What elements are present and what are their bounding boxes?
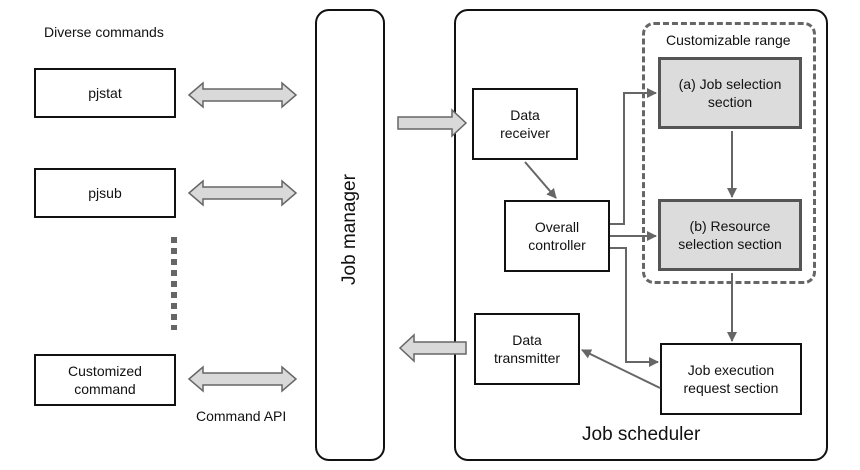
job-selection-box: (a) Job selection section — [658, 57, 802, 129]
job-selection-label: (a) Job selection section — [678, 76, 782, 110]
data-receiver-label: Data receiver — [500, 107, 550, 141]
command-pjstat: pjstat — [34, 68, 176, 118]
command-customized: Customized command — [34, 354, 176, 406]
resource-selection-box: (b) Resource selection section — [658, 199, 802, 271]
connector-controller-job-selection — [610, 88, 657, 225]
diverse-commands-title: Diverse commands — [44, 24, 164, 40]
job-manager-panel — [315, 9, 385, 461]
command-pjsub-label: pjsub — [88, 185, 122, 201]
double-arrow-custom — [187, 365, 298, 393]
connector-execution-to-transmitter — [581, 349, 661, 389]
overall-controller-box: Overall controller — [504, 200, 610, 272]
overall-controller-label: Overall controller — [528, 219, 586, 253]
command-pjsub: pjsub — [34, 168, 176, 218]
command-pjstat-label: pjstat — [88, 85, 122, 101]
command-customized-label: Customized command — [68, 363, 142, 397]
data-transmitter-box: Data transmitter — [474, 313, 580, 385]
data-transmitter-label: Data transmitter — [493, 332, 561, 366]
connector-controller-job-execution — [610, 247, 659, 367]
job-execution-label: Job execution request section — [683, 362, 779, 396]
arrow-to-data-receiver — [397, 108, 468, 138]
data-receiver-box: Data receiver — [472, 88, 578, 160]
job-execution-box: Job execution request section — [660, 343, 802, 415]
double-arrow-pjstat — [187, 81, 298, 109]
job-scheduler-label: Job scheduler — [582, 424, 701, 445]
command-api-label: Command API — [196, 408, 287, 424]
double-arrow-pjsub — [187, 179, 298, 207]
resource-selection-label: (b) Resource selection section — [678, 218, 782, 252]
connector-receiver-controller — [524, 161, 557, 199]
customizable-range-region — [642, 22, 816, 284]
customizable-range-label: Customizable range — [666, 32, 791, 48]
arrow-from-data-transmitter — [398, 333, 467, 363]
